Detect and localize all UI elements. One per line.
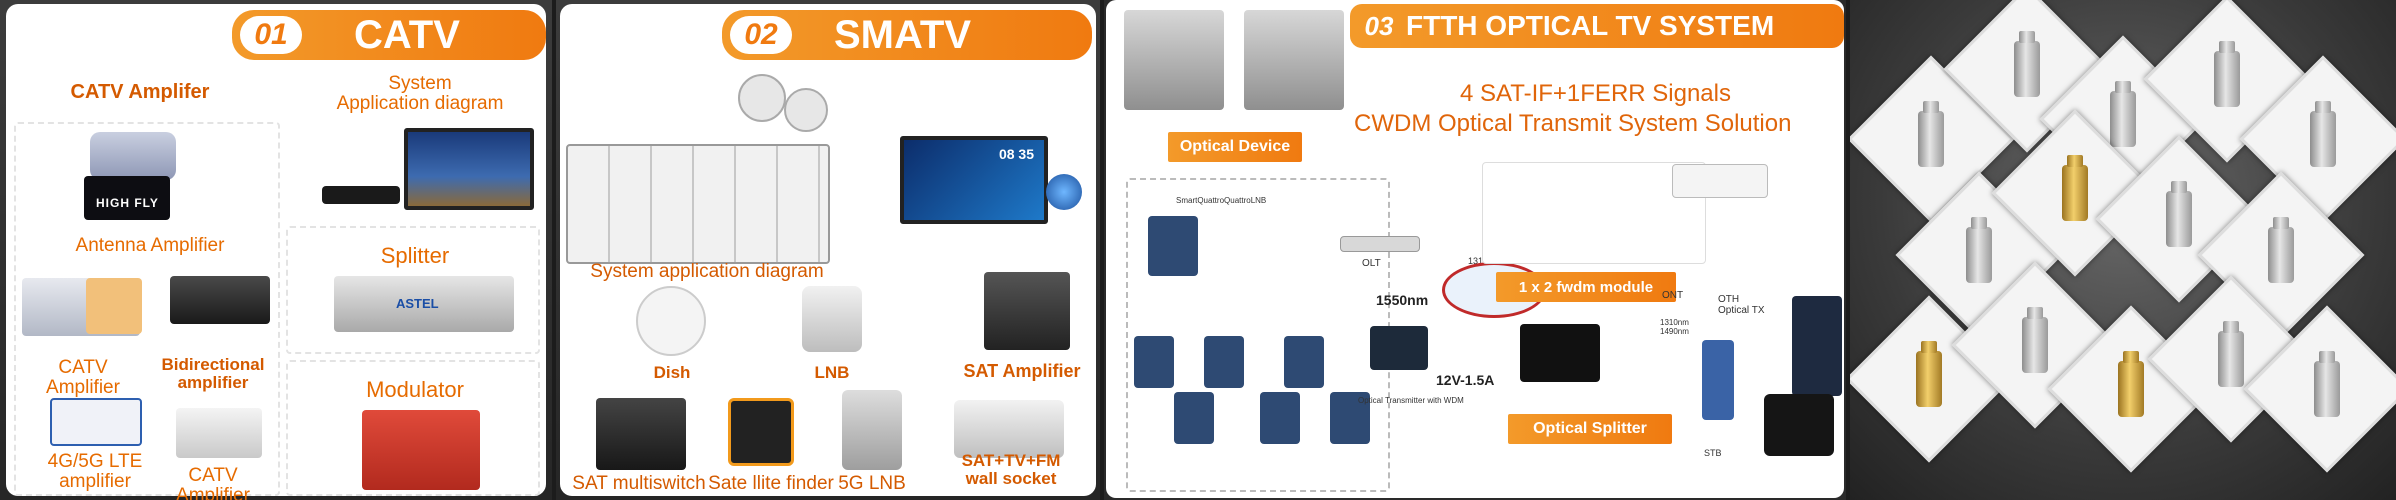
multiswitch-image-6 <box>1260 392 1300 444</box>
satellite-finder-image <box>728 398 794 466</box>
high-fly-box: HIGH FLY <box>84 176 170 220</box>
sat-amplifier-label: SAT Amplifier <box>963 361 1081 381</box>
dish-label: Dish <box>653 363 691 382</box>
bidirectional-amplifier-image <box>170 276 270 324</box>
wall-socket-label: SAT+TV+FM wall socket <box>961 451 1061 488</box>
power-label: 12V-1.5A <box>1436 372 1495 388</box>
bidirectional-amplifier-label: Bidirectional amplifier <box>161 355 265 392</box>
tv-time: 08 35 <box>998 146 1034 162</box>
ftth-tab: 03 FTTH OPTICAL TV SYSTEM <box>1350 4 1844 48</box>
ftth-number: 03 <box>1364 10 1394 41</box>
amplifier-box <box>14 122 280 496</box>
antenna-amplifier-image <box>90 132 176 180</box>
antenna-amplifier-label: Antenna Amplifier <box>75 235 225 256</box>
smatv-number: 02 <box>730 16 792 54</box>
ont-label: ONT <box>1662 290 1684 301</box>
ftth-title: FTTH OPTICAL TV SYSTEM <box>1406 10 1775 41</box>
catv-panel: 01 CATV CATV Amplifer System Application… <box>0 0 552 500</box>
wavelengths-2-label: 1310nm 1490nm <box>1660 318 1689 336</box>
catv-tab: 01 CATV <box>232 10 546 60</box>
satellite-dish-image <box>738 74 786 122</box>
fwdm-module-text: 1 x 2 fwdm module <box>1518 278 1654 296</box>
lte-amplifier-image <box>50 398 142 446</box>
optical-device-image-2 <box>1244 10 1344 110</box>
sat-multiswitch-label: SAT multiswitch <box>572 473 706 494</box>
multiswitch-image-2 <box>1134 336 1174 388</box>
sat-multiswitch-image <box>596 398 686 470</box>
lte-amplifier-label: 4G/5G LTE amplifier <box>47 451 143 492</box>
satellite-dish-image-2 <box>784 88 828 132</box>
power-adapter-image <box>1764 394 1834 456</box>
astel-brand: ASTEL <box>396 296 439 311</box>
nm-1550-label: 1550nm <box>1376 292 1429 308</box>
optical-splitter-label: Optical Splitter <box>1508 414 1672 444</box>
optical-device-label: Optical Device <box>1168 132 1302 162</box>
set-top-box-image <box>322 186 400 204</box>
connectors-panel <box>1850 0 2396 500</box>
multiswitch-label: SmartQuattroQuattroLNB <box>1176 196 1267 205</box>
ftth-panel: 03 FTTH OPTICAL TV SYSTEM Optical Device… <box>1104 0 1846 500</box>
optical-splitter-image <box>1520 324 1600 382</box>
multiswitch-image <box>1148 216 1198 276</box>
dish-image <box>636 286 706 356</box>
splitter-image: ASTEL <box>334 276 514 332</box>
optical-device-image-1 <box>1124 10 1224 110</box>
modulator-image <box>362 410 480 490</box>
catv-amplifier-title: CATV Amplifer <box>70 81 210 103</box>
transmitter-wdm-label: Optical Transmitter with WDM <box>1358 396 1464 405</box>
catv-amplifier-box-image <box>86 278 142 334</box>
catv-title: CATV <box>354 12 460 57</box>
smatv-title: SMATV <box>834 12 972 57</box>
ftth-subtitle-1: 4 SAT-IF+1FERR Signals <box>1460 80 1731 107</box>
multiswitch-image-7 <box>1330 392 1370 444</box>
sat-amplifier-image <box>984 272 1070 350</box>
splitter-label: Splitter <box>380 243 450 268</box>
smatv-panel: 02 SMATV 08 35 System application diagra… <box>556 0 1100 500</box>
catv-amplifier-label: CATV Amplifier <box>46 357 120 398</box>
fwdm-module-label: 1 x 2 fwdm module <box>1496 272 1676 302</box>
lnb-5g-label: 5G LNB <box>838 473 906 494</box>
multiswitch-image-4 <box>1284 336 1324 388</box>
wall-socket-image <box>954 400 1064 458</box>
olt-image <box>1340 236 1420 252</box>
catv-tv-image <box>404 128 534 210</box>
oth-tx-label: OTH Optical TX <box>1718 294 1765 316</box>
smatv-tab: 02 SMATV <box>722 10 1092 60</box>
catv-number: 01 <box>240 16 302 54</box>
multiswitch-image-5 <box>1174 392 1214 444</box>
catv-amplifier-bottom-image <box>176 408 262 458</box>
optical-splitter-text: Optical Splitter <box>1533 420 1647 437</box>
high-fly-brand: HIGH FLY <box>96 196 159 210</box>
system-application-label: System Application diagram <box>336 73 504 114</box>
system-application-diagram-label: System application diagram <box>590 261 824 282</box>
smatv-tv-image: 08 35 <box>900 136 1048 224</box>
ftth-subtitle-2: CWDM Optical Transmit System Solution <box>1354 110 1792 137</box>
building-diagram-image <box>566 144 830 264</box>
globe-image <box>1046 174 1082 210</box>
oth-tx-image <box>1792 296 1842 396</box>
catv-amplifier-bottom-label: CATV Amplifier <box>176 465 250 500</box>
lnb-image <box>802 286 862 352</box>
satellite-finder-label: Sate llite finder <box>708 473 834 494</box>
modulator-label: Modulator <box>366 377 464 402</box>
router-image <box>1672 164 1768 198</box>
multiswitch-image-3 <box>1204 336 1244 388</box>
olt-label: OLT <box>1362 258 1381 269</box>
stb-label: STB <box>1704 448 1722 458</box>
ont-image <box>1702 340 1734 420</box>
optical-transmitter-image <box>1370 326 1428 370</box>
lnb-label: LNB <box>814 363 850 382</box>
optical-device-text: Optical Device <box>1179 138 1291 155</box>
lnb-5g-image <box>842 390 902 470</box>
splitter-box <box>286 226 540 354</box>
fwdm-module-image <box>1482 162 1706 264</box>
modulator-box <box>286 360 540 496</box>
